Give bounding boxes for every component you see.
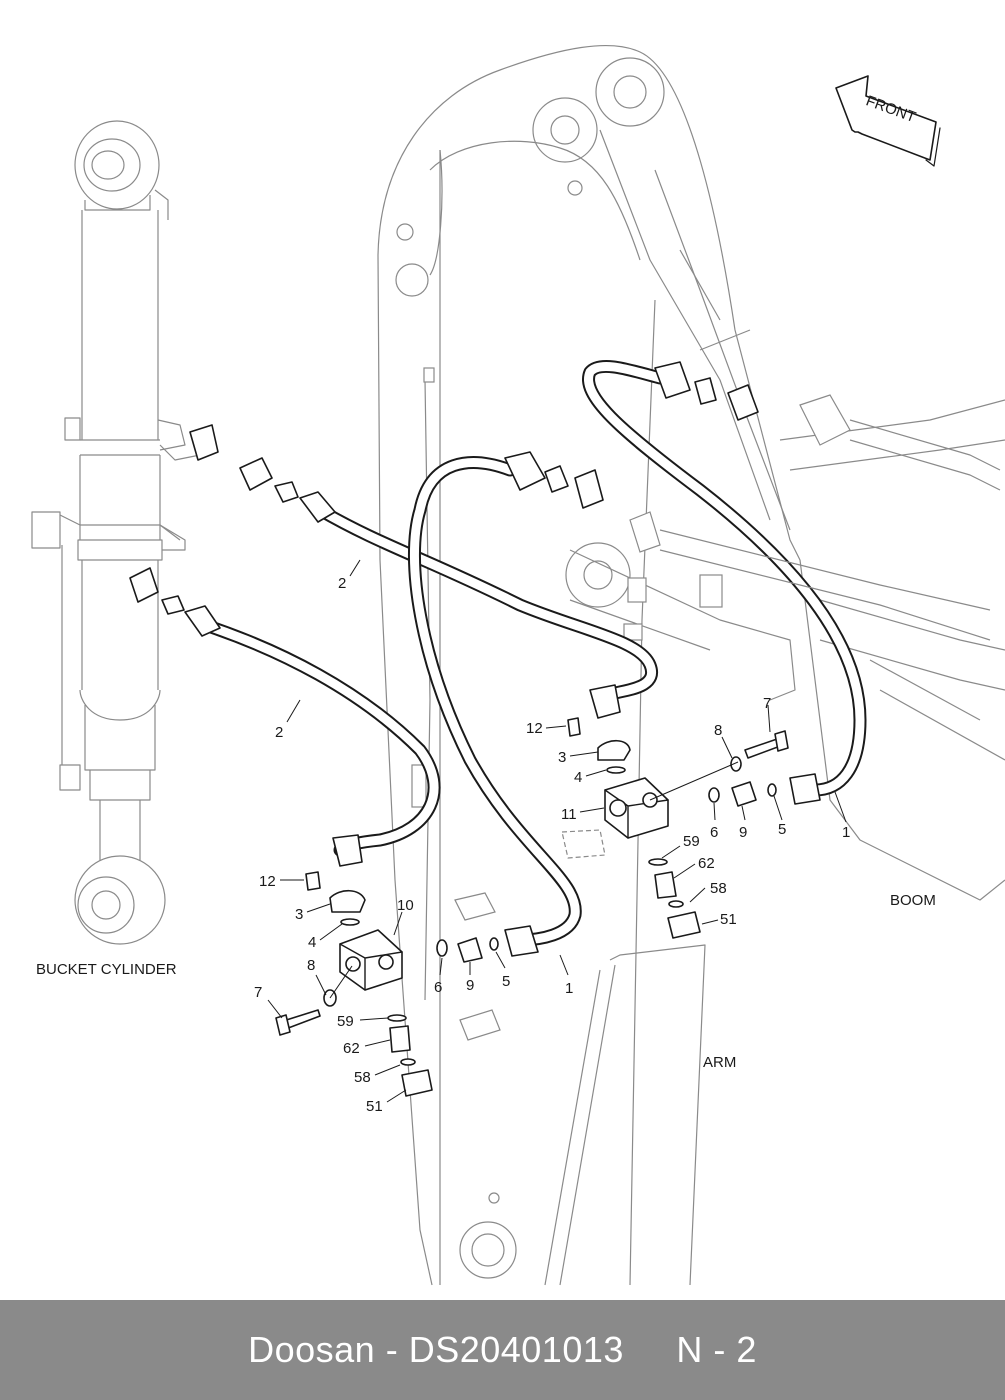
callout-oring-59-right: 59 [683, 833, 700, 850]
hoses [198, 359, 867, 947]
callout-oring-4-right: 4 [574, 769, 582, 786]
footer-bar: Doosan - DS20401013 N - 2 [0, 1300, 1005, 1400]
callout-oring-5: 5 [502, 973, 510, 990]
callout-oring-4: 4 [308, 934, 316, 951]
callout-adapter-62-right: 62 [698, 855, 715, 872]
hose-fittings [129, 361, 1001, 957]
callout-adapter-62: 62 [343, 1040, 360, 1057]
footer-caption: Doosan - DS20401013 N - 2 [248, 1329, 757, 1371]
callout-bolt-7-right: 7 [763, 695, 771, 712]
footer-brand: Doosan [248, 1329, 376, 1370]
callout-hose-1-right: 1 [842, 824, 850, 841]
callout-hose-2-upper: 2 [338, 575, 346, 592]
callout-washer-8: 8 [307, 957, 315, 974]
right-callouts: 12 3 4 11 7 8 6 9 5 1 59 62 58 51 [526, 695, 850, 928]
footer-separator: - [385, 1329, 399, 1370]
left-valve-block [267, 559, 569, 1103]
hydraulic-piping-diagram: FRONT BUCKET CYLINDER BOOM ARM 2 2 12 3 … [31, 44, 1005, 1286]
callout-washer-8-right: 8 [714, 722, 722, 739]
callout-bolt-12: 12 [259, 873, 276, 890]
boom-label: BOOM [890, 892, 936, 909]
callout-clamp-3: 3 [295, 906, 303, 923]
callout-cap-51: 51 [366, 1098, 383, 1115]
callout-clamp-3-right: 3 [558, 749, 566, 766]
bucket-cylinder-label: BUCKET CYLINDER [36, 961, 177, 978]
arm-label: ARM [703, 1054, 736, 1071]
bucket-cylinder-drawing [31, 120, 201, 945]
callout-bolt-7: 7 [254, 984, 262, 1001]
callout-oring-59: 59 [337, 1013, 354, 1030]
diagram-stage: FRONT BUCKET CYLINDER BOOM ARM 2 2 12 3 … [31, 44, 1005, 1286]
callout-oring-6-right: 6 [710, 824, 718, 841]
right-valve-block [329, 704, 847, 999]
callout-adapter-9-right: 9 [739, 824, 747, 841]
callout-block-11: 11 [561, 806, 577, 823]
callout-hose-1: 1 [565, 980, 573, 997]
boom-arm-structure [377, 44, 1005, 1286]
callout-block-10: 10 [397, 897, 414, 914]
left-callouts: 2 2 12 3 4 8 10 7 6 9 5 1 59 62 58 51 [254, 575, 573, 1115]
callout-adapter-9: 9 [466, 977, 474, 994]
callout-cap-51-right: 51 [720, 911, 737, 928]
callout-oring-58: 58 [354, 1069, 371, 1086]
callout-oring-58-right: 58 [710, 880, 727, 897]
callout-bolt-12-right: 12 [526, 720, 543, 737]
footer-part-number: DS20401013 [408, 1329, 624, 1370]
footer-page-ref: N - 2 [676, 1329, 757, 1370]
callout-oring-5-right: 5 [778, 821, 786, 838]
front-direction-arrow: FRONT [835, 75, 941, 167]
callout-hose-2-lower: 2 [275, 724, 283, 741]
callout-oring-6: 6 [434, 979, 442, 996]
